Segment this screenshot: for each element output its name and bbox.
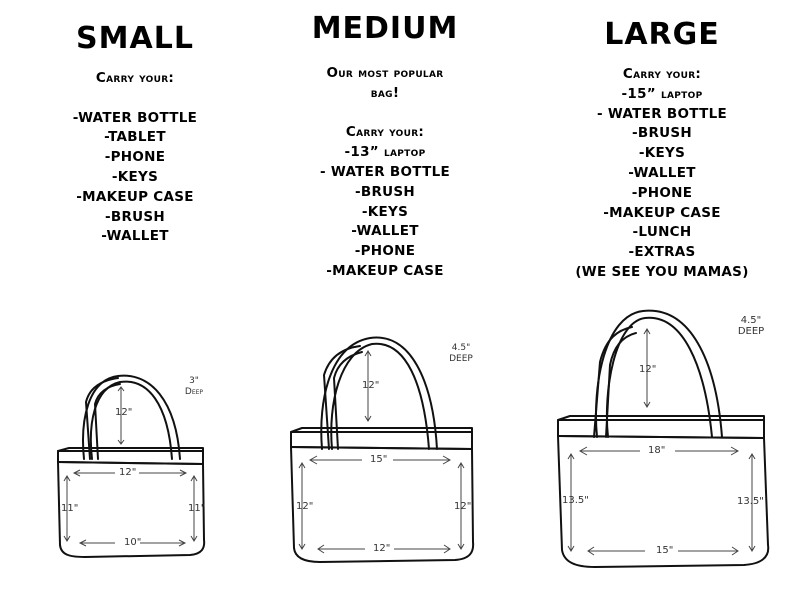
carry-list: Our most popular bag! Carry your: -13” l… xyxy=(260,64,510,282)
large-handle-height: 12" xyxy=(639,364,657,375)
list-item: -MAKEUP CASE xyxy=(603,204,721,221)
small-left-height: 11" xyxy=(61,503,79,514)
carry-label: Carry your: xyxy=(345,124,425,141)
list-item: -WALLET xyxy=(101,228,169,245)
large-bottom-width: 15" xyxy=(656,545,674,556)
medium-top-width: 15" xyxy=(370,454,388,465)
carry-label: Carry your: xyxy=(622,66,702,82)
list-item: -LUNCH xyxy=(632,224,692,241)
list-item: -PHONE xyxy=(104,149,166,166)
list-item: -KEYS xyxy=(638,145,686,162)
size-title: LARGE xyxy=(604,17,720,52)
list-item: - WATER BOTTLE xyxy=(319,163,451,180)
column-large: LARGE Carry your: -15” laptop - WATER BO… xyxy=(530,0,794,283)
column-medium: MEDIUM Our most popular bag! Carry your:… xyxy=(260,0,510,282)
list-item: -MAKEUP CASE xyxy=(76,188,194,205)
intro-line: Our most popular xyxy=(326,65,444,81)
list-item: -WATER BOTTLE xyxy=(72,109,198,126)
carry-label: Carry your: xyxy=(95,70,175,86)
large-left-height: 13.5" xyxy=(562,495,589,506)
small-bottom-width: 10" xyxy=(124,537,142,548)
list-item: -15” laptop xyxy=(621,85,703,102)
list-item: -BRUSH xyxy=(354,183,416,200)
size-title: MEDIUM xyxy=(311,11,459,46)
list-item: (WE SEE YOU MAMAS) xyxy=(575,263,749,280)
carry-list: Carry your: -15” laptop - WATER BOTTLE -… xyxy=(530,65,794,283)
medium-handle-height: 12" xyxy=(362,380,380,391)
list-item: -BRUSH xyxy=(631,125,693,142)
intro-line: bag! xyxy=(370,84,400,101)
size-title: SMALL xyxy=(76,21,194,56)
medium-depth-label: 4.5" DEEP xyxy=(446,343,476,365)
depth-value: 4.5" xyxy=(740,315,762,326)
large-right-height: 13.5" xyxy=(737,496,764,507)
small-right-height: 11" xyxy=(188,503,206,514)
list-item: -PHONE xyxy=(631,184,693,201)
list-item: -EXTRAS xyxy=(628,244,696,261)
list-item: -TABLET xyxy=(104,129,166,146)
carry-list: Carry your: -WATER BOTTLE -TABLET -PHONE… xyxy=(0,69,270,247)
small-handle-height: 12" xyxy=(115,407,133,418)
large-top-width: 18" xyxy=(648,445,666,456)
large-depth-label: 4.5" DEEP xyxy=(733,315,769,337)
list-item: -KEYS xyxy=(361,203,409,220)
depth-word: Deep xyxy=(184,387,204,397)
depth-value: 3" xyxy=(189,376,199,386)
column-small: SMALL Carry your: -WATER BOTTLE -TABLET … xyxy=(0,0,270,247)
list-item: -WALLET xyxy=(628,164,696,181)
depth-word: DEEP xyxy=(449,354,473,364)
list-item: -PHONE xyxy=(354,243,416,260)
list-item: -WALLET xyxy=(351,223,419,240)
list-item: -13” laptop xyxy=(344,144,426,161)
list-item: -BRUSH xyxy=(104,208,166,225)
medium-left-height: 12" xyxy=(296,501,314,512)
small-depth-label: 3" Deep xyxy=(180,376,208,398)
list-item: - WATER BOTTLE xyxy=(596,105,728,122)
small-top-width: 12" xyxy=(119,467,137,478)
list-item: -KEYS xyxy=(111,168,159,185)
list-item: -MAKEUP CASE xyxy=(326,262,444,279)
depth-word: DEEP xyxy=(737,326,765,337)
medium-bottom-width: 12" xyxy=(373,543,391,554)
medium-right-height: 12" xyxy=(454,501,472,512)
depth-value: 4.5" xyxy=(451,343,471,353)
